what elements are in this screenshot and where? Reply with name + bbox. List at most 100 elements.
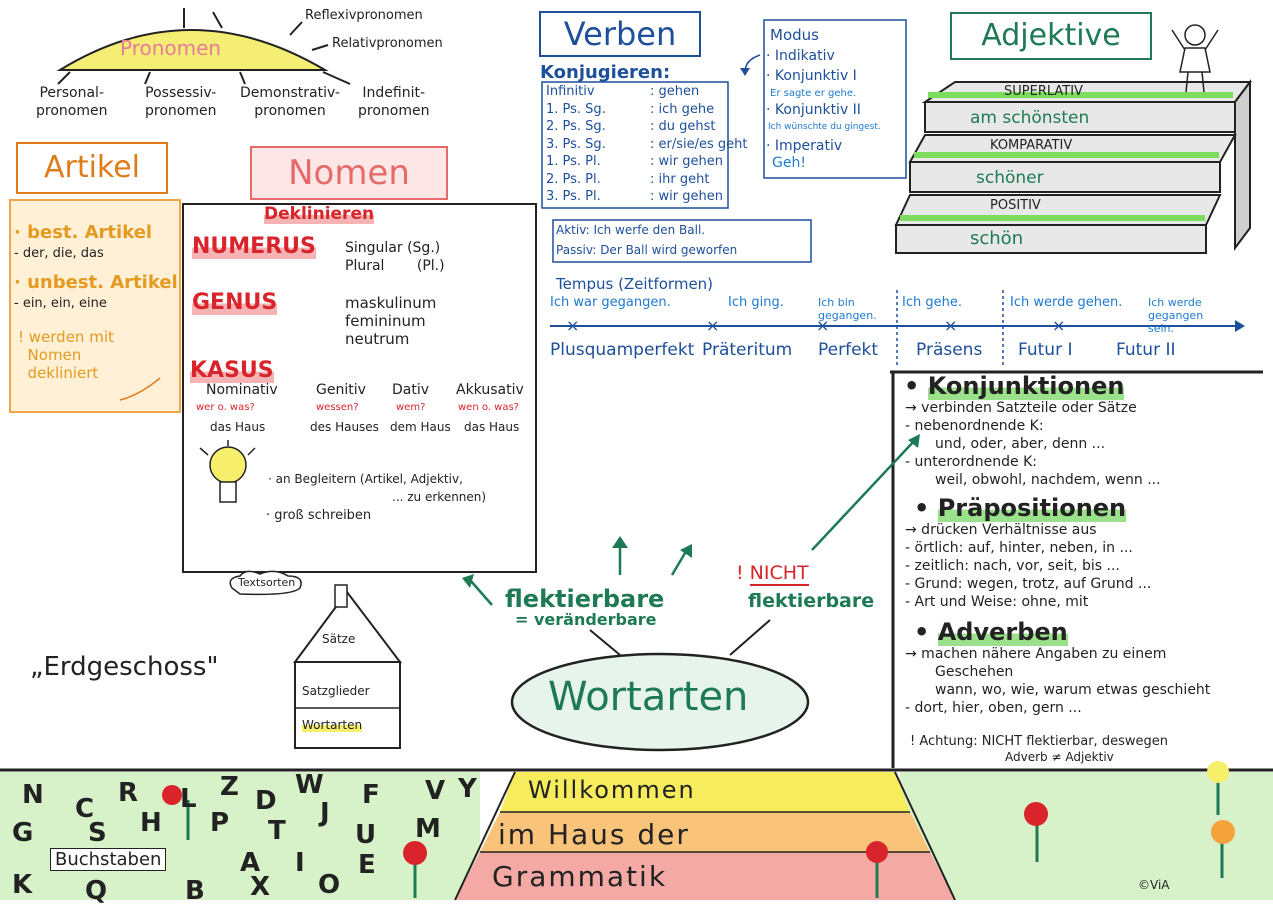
modus-konj2: · Konjunktiv II (766, 102, 861, 118)
case-genitiv-q: wessen? (316, 402, 359, 413)
verb-row-form: : wir gehen (650, 189, 723, 204)
achtung-note-2: Adverb ≠ Adjektiv (1005, 750, 1114, 764)
verb-row-person: 1. Ps. Sg. (546, 101, 606, 117)
wortarten-label: Wortarten (548, 674, 749, 720)
case-nominativ-ex: das Haus (210, 420, 266, 434)
verb-row-form: : wir gehen (650, 154, 723, 169)
verb-row-form: : er/sie/es geht (650, 136, 748, 152)
personalpronomen: Personal-pronomen (36, 85, 108, 119)
modus-imperativ: · Imperativ (766, 138, 843, 154)
verben-title: Verben (563, 15, 677, 53)
list-line: - dort, hier, oben, gern ... (905, 700, 1082, 716)
tense-example: Ich werde gehen. (1010, 295, 1123, 310)
letter-glyph: X (250, 872, 271, 902)
letter-glyph: B (185, 876, 205, 906)
case-akkusativ-q: wen o. was? (458, 402, 519, 413)
nomen-tip-begleiter: · an Begleitern (Artikel, Adjektiv, (268, 472, 463, 486)
nomen-singular: Singular (Sg.) (345, 240, 441, 256)
letter-glyph: H (140, 808, 162, 838)
verb-row-person: 3. Ps. Pl. (546, 189, 601, 204)
list-line: - nebenordnende K: (905, 418, 1044, 434)
case-akkusativ-ex: das Haus (464, 420, 520, 434)
konjunktionen-title: • Konjunktionen (904, 372, 1125, 400)
letter-glyph: W (295, 770, 324, 800)
case-akkusativ: Akkusativ (456, 382, 524, 398)
letter-glyph: Z (220, 772, 239, 802)
letter-glyph: C (75, 794, 95, 824)
list-line: → verbinden Satzteile oder Sätze (905, 400, 1137, 416)
letter-glyph: Y (458, 774, 477, 804)
letter-glyph: Q (85, 876, 108, 906)
modus-imperativ-ex: Geh! (772, 155, 806, 171)
list-line: weil, obwohl, nachdem, wenn ... (935, 472, 1161, 488)
adverben-title: • Adverben (914, 618, 1068, 646)
list-line: wann, wo, wie, warum etwas geschieht (935, 682, 1211, 698)
letter-glyph: U (355, 820, 377, 850)
artikel-title: Artikel (16, 142, 168, 194)
tense-example: Ich gehe. (902, 295, 962, 310)
letter-glyph: S (88, 818, 107, 848)
welcome-line-3: Grammatik (492, 860, 668, 893)
letter-glyph: N (22, 780, 44, 810)
timeline-mark: × (706, 316, 720, 335)
case-nominativ: Nominativ (206, 382, 278, 398)
modus-title: Modus (770, 26, 819, 44)
flower-2 (403, 841, 427, 898)
stair-3 (455, 852, 955, 900)
adj-positiv-ex: schön (970, 228, 1024, 249)
letter-glyph: K (12, 870, 33, 900)
flower-3 (866, 841, 888, 898)
artikel-unbest-list: - ein, ein, eine (14, 296, 107, 311)
tempus-title: Tempus (Zeitformen) (556, 275, 714, 293)
ground-right (900, 772, 1273, 900)
verb-row-person: 2. Ps. Pl. (546, 171, 601, 187)
adjektive-title: Adjektive (950, 12, 1152, 60)
case-dativ-ex: dem Haus (390, 420, 451, 434)
case-genitiv-ex: des Hauses (310, 420, 379, 434)
letter-glyph: V (425, 776, 446, 806)
nomen-kasus: KASUS (190, 358, 274, 383)
house-wortarten: Wortarten (302, 718, 363, 732)
verben-konjugieren: Konjugieren: (540, 62, 671, 83)
pronomen-sun-shape (56, 29, 329, 71)
buchstaben-label: Buchstaben (50, 848, 167, 871)
adj-komparativ: KOMPARATIV (990, 138, 1073, 153)
nomen-deklinieren: Deklinieren (264, 204, 375, 224)
nomen-numerus: NUMERUS (192, 234, 316, 259)
list-line: Geschehen (935, 664, 1014, 680)
house-textsorten: Textsorten (238, 576, 296, 589)
modus-konj2-ex: Ich wünschte du gingest. (768, 122, 881, 132)
verben-aktiv: Aktiv: Ich werfe den Ball. (556, 223, 706, 237)
erdgeschoss-label: „Erdgeschoss" (30, 652, 219, 682)
nomen-box (182, 203, 537, 573)
list-line: - Art und Weise: ohne, mit (905, 594, 1089, 610)
flower-6 (1211, 820, 1235, 878)
nicht-label: ! NICHT (736, 562, 809, 586)
nomen-tip-begleiter-2: ... zu erkennen) (392, 490, 487, 504)
artikel-note: ! werden mit Nomen dekliniert (18, 328, 114, 382)
achtung-note: ! Achtung: NICHT flektierbar, deswegen (910, 734, 1168, 749)
veraenderbare-label: = veränderbare (515, 610, 657, 629)
pronomen-title: Pronomen (120, 36, 222, 60)
tense-name: Perfekt (818, 340, 879, 360)
possessivpronomen: Possessiv-pronomen (145, 85, 217, 119)
modus-indikativ: · Indikativ (766, 48, 835, 64)
stair-1 (500, 772, 910, 812)
nomen-plural: Plural (Pl.) (345, 258, 445, 274)
tense-example: Ich werde gegangen sein. (1148, 296, 1204, 335)
list-line: - zeitlich: nach, vor, seit, bis ... (905, 558, 1120, 574)
flower-4 (1024, 802, 1048, 862)
letter-glyph: M (415, 814, 441, 844)
flower-1 (162, 785, 190, 840)
nomen-tip-gross: · groß schreiben (266, 508, 372, 523)
artikel-unbest: · unbest. Artikel (14, 272, 178, 293)
ground-left (0, 772, 480, 900)
case-nominativ-q: wer o. was? (196, 402, 255, 413)
modus-konj1: · Konjunktiv I (766, 68, 857, 84)
timeline-mark: × (944, 316, 958, 335)
tense-example: Ich bin gegangen. (818, 296, 877, 322)
verb-row-form: : ihr geht (650, 171, 710, 187)
letter-glyph: T (268, 816, 286, 846)
case-dativ: Dativ (392, 382, 430, 398)
letter-glyph: D (255, 786, 277, 816)
